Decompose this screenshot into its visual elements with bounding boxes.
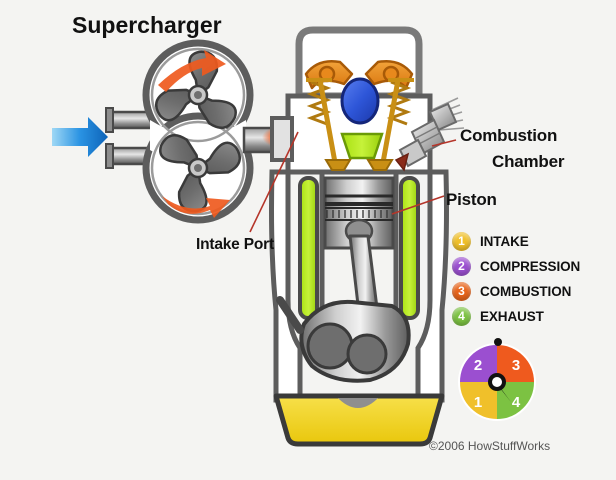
dial-quadrant-3 [497, 344, 535, 382]
block-wall-right [415, 169, 449, 403]
combustion-chamber-roof [340, 132, 384, 160]
intake-air-arrow [52, 117, 108, 157]
legend-item-exhaust: 4 EXHAUST [452, 305, 580, 327]
crankshaft [276, 296, 411, 383]
oil-pan [273, 393, 445, 447]
exhaust-valve [366, 77, 401, 171]
coolant-jacket-left [298, 176, 319, 320]
intake-runner [270, 116, 294, 162]
airflow-arrows [158, 50, 230, 218]
dial-number-2: 2 [474, 357, 482, 374]
label-combustion-chamber-line2: Chamber [492, 152, 565, 171]
intake-valve [317, 77, 352, 171]
leader-lines [249, 131, 457, 233]
camshaft-lobe [340, 77, 380, 125]
dial-top-marker [494, 338, 502, 346]
dial-quadrant-4 [497, 382, 535, 420]
dial-number-4: 4 [512, 394, 521, 411]
page-title: Supercharger [72, 12, 222, 38]
block-wall-left [269, 169, 303, 403]
legend-badge-4: 4 [452, 306, 471, 326]
legend-label-exhaust: EXHAUST [480, 308, 544, 324]
stroke-cycle-legend: 1 INTAKE 2 COMPRESSION 3 COMBUSTION 4 EX… [452, 230, 580, 330]
crank-journal-main [306, 322, 354, 370]
piston-rings [326, 210, 388, 218]
label-intake-port: Intake Port [196, 236, 274, 253]
cycle-dial: 2 3 1 4 [458, 338, 536, 421]
engine-assembly [269, 26, 465, 447]
leader-intake-port [249, 131, 299, 233]
crank-journal-rod [346, 333, 388, 375]
dial-number-1: 1 [474, 394, 482, 411]
legend-label-intake: INTAKE [480, 233, 529, 249]
legend-label-compression: COMPRESSION [480, 258, 581, 274]
label-combustion-chamber-line1: Combustion [460, 126, 558, 145]
rotor-bottom [159, 133, 242, 213]
supercharger-assembly [52, 39, 322, 224]
legend-badge-1: 1 [452, 231, 471, 251]
dial-number-3: 3 [512, 357, 520, 374]
copyright-notice: ©2006 HowStuffWorks [429, 439, 551, 453]
legend-item-intake: 1 INTAKE [452, 230, 580, 252]
piston [323, 176, 395, 250]
leader-piston [391, 195, 445, 215]
legend-item-compression: 2 COMPRESSION [452, 255, 580, 277]
leader-combustion-chamber [431, 139, 457, 147]
legend-label-combustion: COMBUSTION [480, 283, 572, 299]
label-piston: Piston [446, 190, 497, 209]
legend-badge-2: 2 [452, 256, 471, 276]
dial-quadrant-1 [459, 382, 497, 420]
dial-quadrant-2 [459, 344, 497, 382]
coolant-jacket-right [399, 176, 420, 320]
legend-item-combustion: 3 COMBUSTION [452, 280, 580, 302]
legend-badge-3: 3 [452, 281, 471, 301]
